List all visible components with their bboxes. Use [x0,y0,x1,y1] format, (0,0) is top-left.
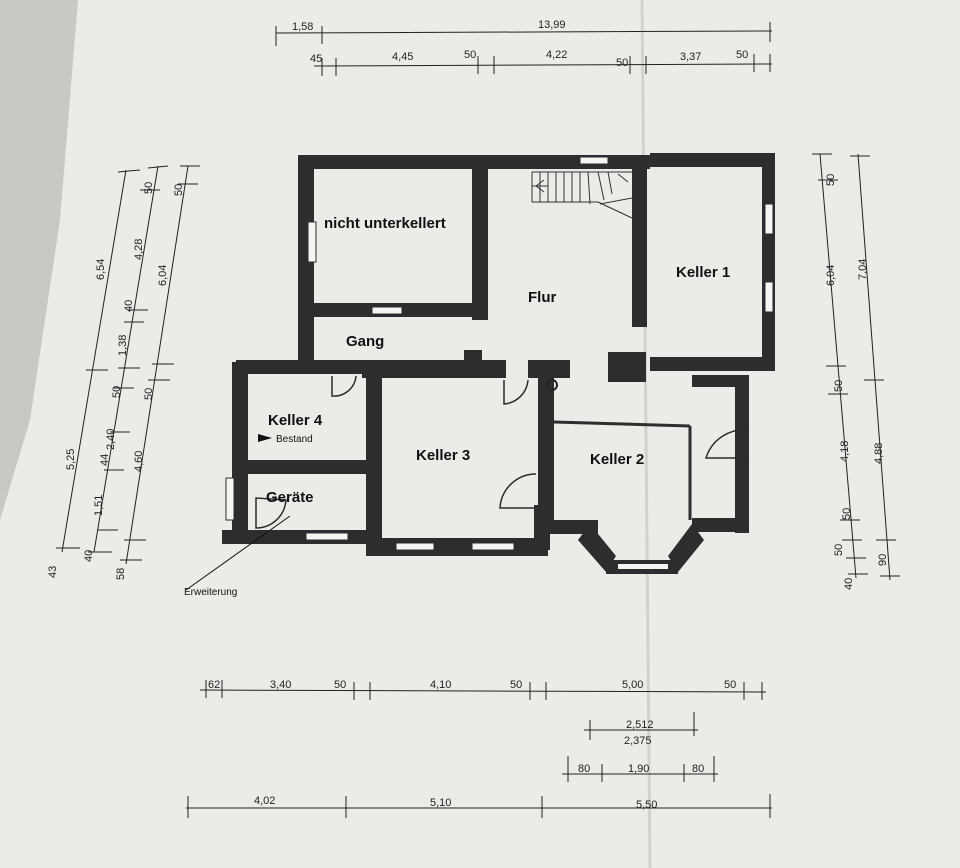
dim-top2-2: 50 [464,49,476,61]
windows [225,156,774,551]
dim-right1-1: 6,04 [825,265,837,286]
dim-left1-2: 43 [47,566,59,578]
dim-right2-1: 4,88 [873,443,885,464]
paper-fold [640,0,652,868]
staircase [531,171,633,219]
dim-top2-1: 4,45 [392,51,413,63]
dim-bottom1-1: 3,40 [270,679,291,691]
dim-left2-1: 4,28 [133,239,145,260]
chimney-symbol [546,379,558,391]
dim-left3-4: 58 [115,568,127,580]
dimension-lines [56,22,900,818]
dim-bottom1-0: 62 [208,679,220,691]
dim-bottom4-2: 5,50 [636,799,657,811]
room-label-geraete: Geräte [266,489,314,506]
dim-bottom4-0: 4,02 [254,795,275,807]
bay-window [578,524,704,574]
dim-left3-1: 6,04 [157,265,169,286]
room-label-keller1: Keller 1 [676,264,730,281]
room-label-nicht-unterkellert: nicht unterkellert [324,215,446,232]
dim-bottom1-2: 50 [334,679,346,691]
dim-bottom3-1: 1,90 [628,763,649,775]
dim-bottom1-6: 50 [724,679,736,691]
dim-bottom1-5: 5,00 [622,679,643,691]
dim-top1-1: 13,99 [538,19,566,31]
dim-left1-1: 5,25 [65,449,77,470]
dim-bottom4-1: 5,10 [430,797,451,809]
dim-bottom1-4: 50 [510,679,522,691]
dim-right1-6: 40 [843,578,855,590]
dim-right1-5: 50 [833,544,845,556]
dim-right1-0: 50 [825,174,837,186]
dim-left2-5: 2,40 [105,429,117,450]
label-bestand: Bestand [276,434,313,445]
room-label-gang: Gang [346,333,384,350]
dim-bottom2-1: 2,375 [624,735,652,747]
bestand-arrow [258,434,272,442]
doors [255,375,749,529]
dim-top2-6: 50 [736,49,748,61]
dim-top2-3: 4,22 [546,49,567,61]
dim-left3-3: 4,60 [133,451,145,472]
dim-bottom3-0: 80 [578,763,590,775]
left-page-curl [0,0,80,520]
dim-bottom1-3: 4,10 [430,679,451,691]
dim-left3-2: 50 [143,388,155,400]
dim-right1-4: 50 [841,508,853,520]
label-erweiterung: Erweiterung [184,587,237,598]
room-label-keller3: Keller 3 [416,447,470,464]
dim-left2-8: 40 [83,550,95,562]
erweiterung-leader [185,515,291,591]
room-label-keller2: Keller 2 [590,451,644,468]
dim-right2-0: 7,04 [857,259,869,280]
dim-bottom2-0: 2,512 [626,719,654,731]
dim-right1-3: 4,18 [839,441,851,462]
dim-left1-0: 6,54 [95,259,107,280]
room-label-flur: Flur [528,289,556,306]
dim-left2-0: 50 [143,182,155,194]
interior-walls [553,420,692,520]
dim-top2-4: 50 [616,57,628,69]
room-label-keller4: Keller 4 [268,412,323,429]
dim-left2-4: 50 [111,386,123,398]
dim-right1-2: 50 [833,380,845,392]
dim-left2-6: 44 [99,454,111,466]
dim-top1-0: 1,58 [292,21,313,33]
dim-left3-0: 50 [173,184,185,196]
walls [222,153,775,556]
dim-left2-2: 40 [123,300,135,312]
dim-bottom3-2: 80 [692,763,704,775]
dim-top2-0: 45 [310,53,322,65]
dim-left2-7: 1,51 [93,495,105,516]
dim-top2-5: 3,37 [680,51,701,63]
dim-left2-3: 1,38 [117,335,129,356]
dim-right2-2: 90 [877,554,889,566]
